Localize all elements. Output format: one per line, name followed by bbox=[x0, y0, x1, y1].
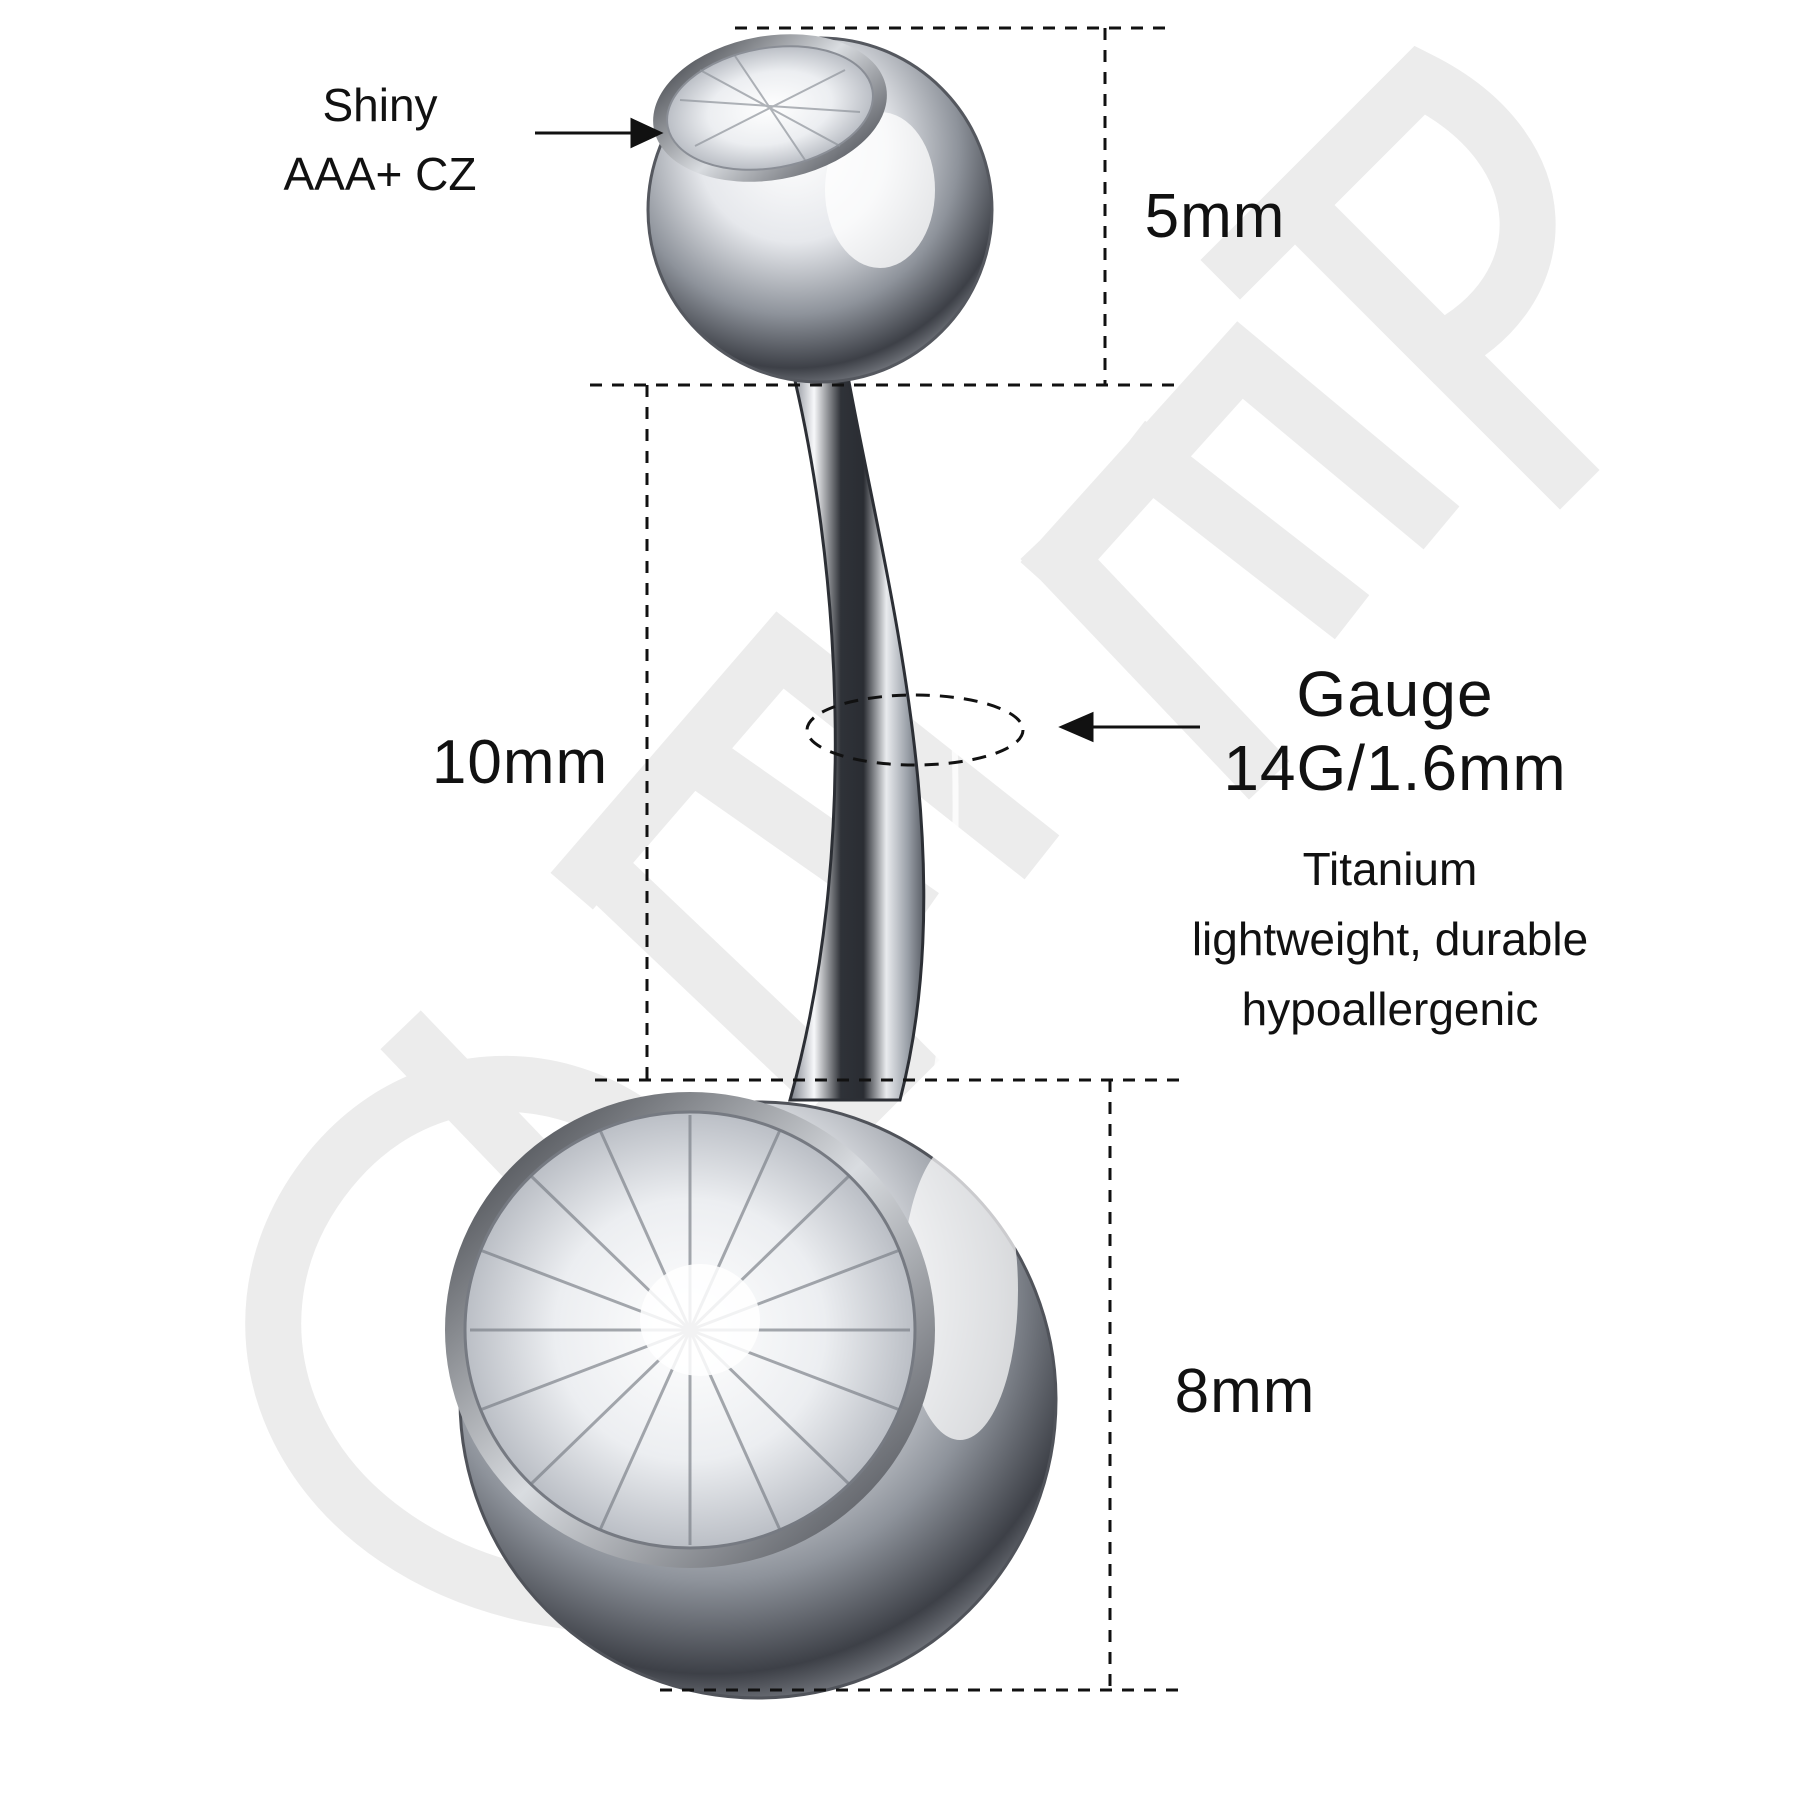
dimension-lines bbox=[590, 26, 1185, 1692]
callout-arrows bbox=[535, 117, 1200, 743]
curved-bar bbox=[788, 358, 926, 1102]
bottom-gem-glint bbox=[640, 1264, 760, 1376]
top-gem-facets bbox=[679, 55, 861, 161]
bar-highlight bbox=[912, 369, 959, 1111]
stone-callout-line-1: Shiny bbox=[322, 79, 438, 131]
dimension-bottom-ball: 8mm bbox=[1174, 1357, 1316, 1426]
gauge-title: Gauge bbox=[1296, 658, 1494, 730]
stone-callout-line-2: AAA+ CZ bbox=[283, 148, 477, 200]
material-line-2: lightweight, durable bbox=[1191, 913, 1589, 965]
material-line-3: hypoallergenic bbox=[1241, 983, 1539, 1035]
material-line-1: Titanium bbox=[1302, 843, 1478, 895]
top-ball-shine bbox=[825, 112, 935, 268]
dimension-top-ball: 5mm bbox=[1144, 182, 1286, 251]
gauge-ring bbox=[805, 693, 1025, 767]
dimension-bar-length: 10mm bbox=[431, 728, 609, 797]
gauge-value: 14G/1.6mm bbox=[1223, 732, 1567, 804]
